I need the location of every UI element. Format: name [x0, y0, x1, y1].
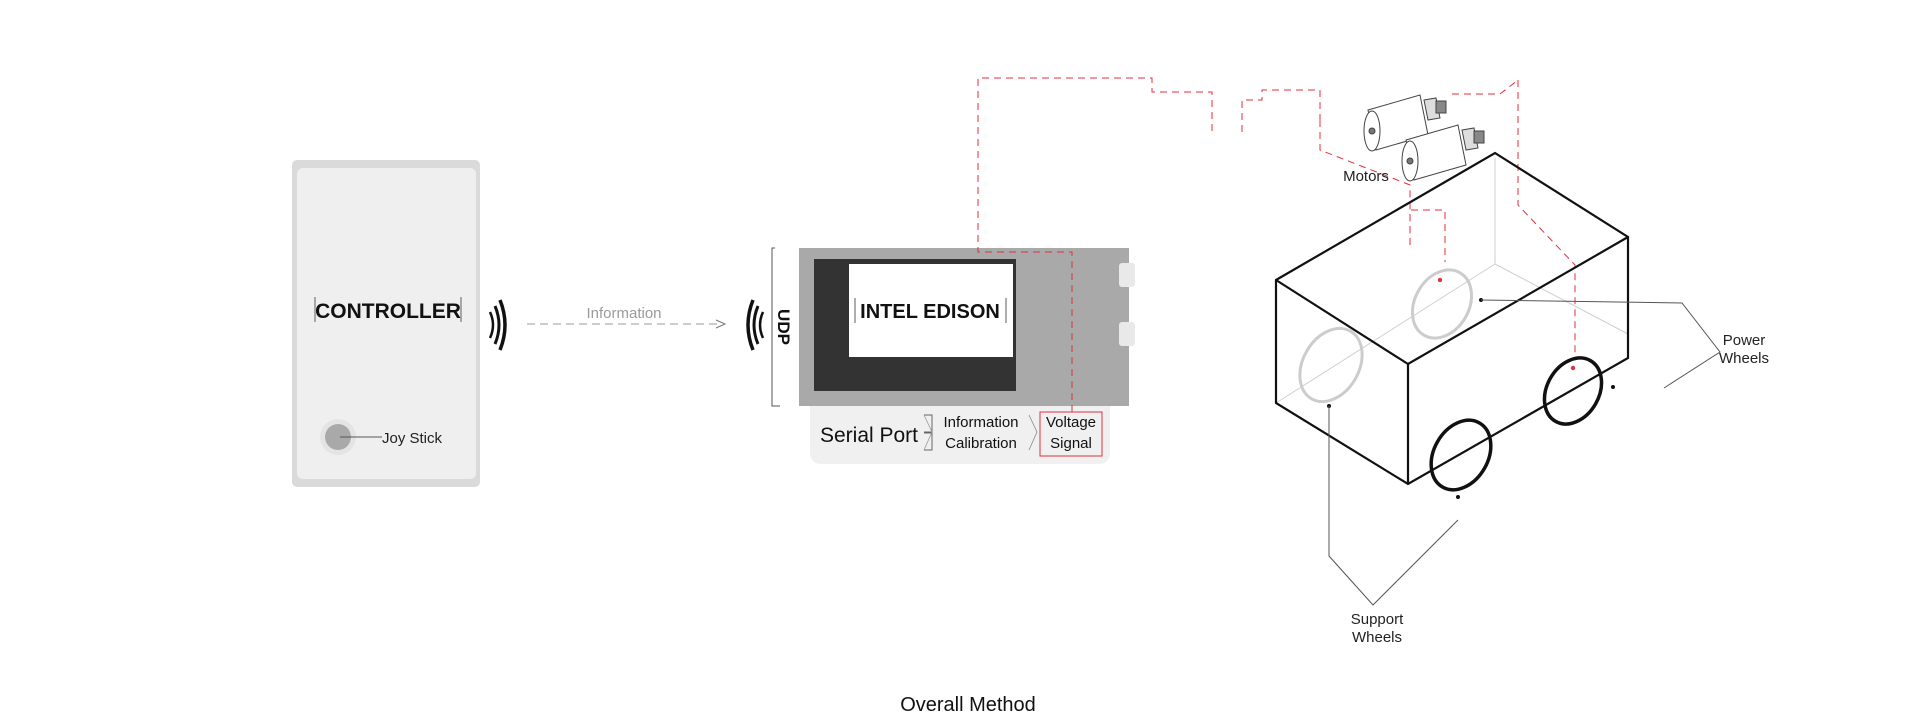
power-wheel-rear-icon [1410, 268, 1474, 340]
information-link: Information [527, 305, 727, 329]
power-wheels-label-line2: Wheels [1719, 350, 1769, 367]
support-wheel-rear-icon [1298, 326, 1364, 404]
information-label: Information [586, 305, 661, 322]
hidden-edge-left [1275, 263, 1496, 404]
serial-divider-icon [924, 414, 933, 451]
axle-dots [1327, 277, 1615, 499]
voltage-signal-line2: Signal [1050, 435, 1092, 452]
hidden-edge-right [1494, 263, 1629, 335]
power-wheel-red-dot [1437, 277, 1443, 283]
support-wheels-label-line1: Support [1351, 611, 1404, 628]
wireless-signal-in-icon [746, 299, 765, 351]
motors [1363, 94, 1485, 182]
support-wheels-leader [1328, 406, 1459, 606]
controller-title: CONTROLLER [315, 300, 461, 323]
power-wheel-front-icon [1542, 356, 1604, 426]
joystick-label: Joy Stick [382, 430, 443, 447]
wireless-signal-out-icon [488, 299, 507, 351]
info-calibration-line2: Calibration [945, 435, 1017, 452]
voltage-signal-box [1039, 411, 1103, 457]
udp-bracket [771, 247, 780, 407]
motors-label: Motors [1343, 168, 1389, 185]
intel-edison-board: INTEL EDISON UDP Serial Port Information… [771, 247, 1135, 464]
support-wheel-front-icon [1429, 418, 1493, 492]
info-calibration-line1: Information [943, 414, 1018, 431]
vehicle-body [1274, 151, 1630, 486]
wheels [1298, 268, 1604, 492]
udp-label: UDP [774, 309, 793, 345]
controller-device: CONTROLLER Joy Stick [292, 160, 480, 487]
signal-wire-drop-2 [1517, 80, 1576, 360]
controller-body [297, 168, 476, 479]
power-wheel-front-red-dot [1570, 365, 1576, 371]
diagram-caption: Overall Method [900, 694, 1036, 715]
signal-wire-to-motor-1 [977, 77, 1213, 412]
board-connector-top [1119, 263, 1135, 287]
joystick-icon [325, 424, 351, 450]
motor-1-icon [1363, 94, 1447, 152]
board-connector-bottom [1119, 322, 1135, 346]
power-wheels-leader [1480, 299, 1721, 389]
signal-wire-top [1499, 79, 1519, 95]
leader-lines [1328, 299, 1721, 606]
arrow-head-icon [715, 319, 727, 329]
vehicle-outline [1274, 151, 1630, 486]
support-wheels-label-line2: Wheels [1352, 629, 1402, 646]
serial-port-label: Serial Port [820, 424, 918, 447]
motor-2-icon [1401, 124, 1485, 182]
voltage-chevron-icon [1028, 414, 1038, 451]
serial-chevron-icon [923, 414, 933, 451]
voltage-signal-wiring [977, 77, 1576, 412]
voltage-signal-line1: Voltage [1046, 414, 1096, 431]
power-wheel-front-axle-dot [1611, 385, 1615, 389]
signal-wire-to-wheel [1409, 209, 1446, 262]
board-title: INTEL EDISON [860, 301, 1000, 323]
power-wheels-label-line1: Power [1723, 332, 1766, 349]
chip-label-panel [849, 264, 1013, 357]
serial-port-strip [810, 406, 1110, 464]
support-wheel-front-axle-dot [1456, 495, 1460, 499]
signal-wire-to-motor-2 [1241, 89, 1321, 132]
